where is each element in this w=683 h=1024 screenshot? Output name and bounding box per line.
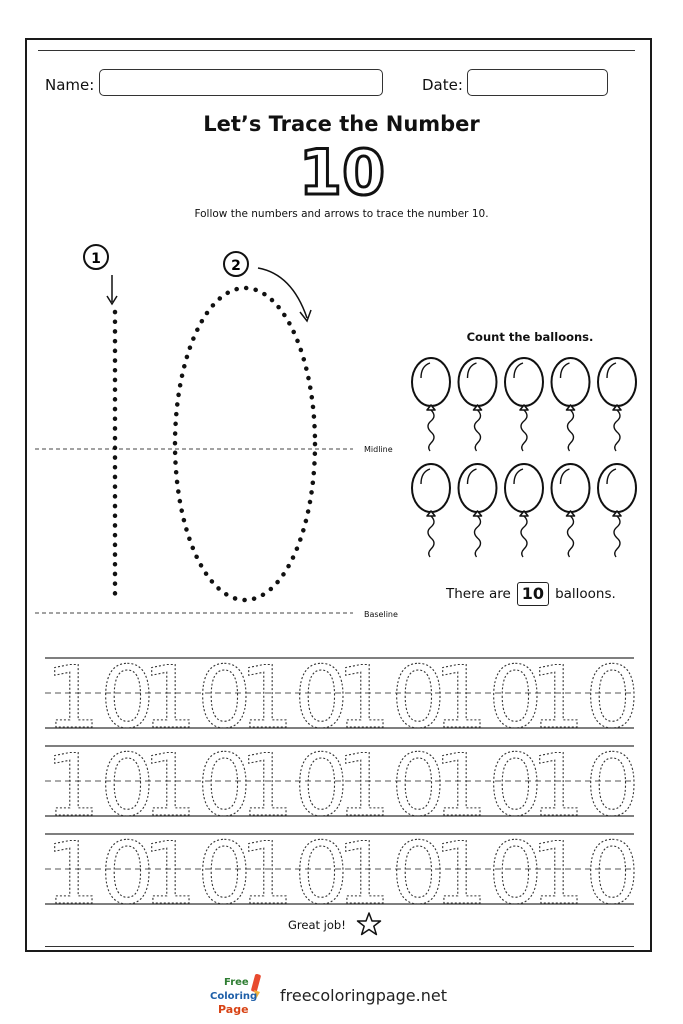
trace-number[interactable]: 10 <box>530 823 641 915</box>
name-field[interactable] <box>99 69 383 96</box>
trace-number[interactable]: 10 <box>45 823 156 915</box>
site-url[interactable]: freecoloringpage.net <box>280 986 447 1005</box>
logo-line-1: Free <box>224 977 249 988</box>
date-field[interactable] <box>467 69 608 96</box>
balloon-icon <box>550 357 591 452</box>
dotted-zero <box>172 285 318 603</box>
balloon-icon <box>550 463 591 558</box>
step-two-number: 2 <box>231 258 241 274</box>
answer-sentence: There are 10 balloons. <box>446 582 616 606</box>
balloon-icon <box>457 463 498 558</box>
practice-row <box>45 745 634 817</box>
balloon-icon <box>504 357 544 452</box>
count-heading: Count the balloons. <box>466 330 594 344</box>
worksheet-border <box>25 38 652 952</box>
trace-number[interactable]: 10 <box>336 650 447 749</box>
step-two-marker: 2 <box>223 251 312 323</box>
answer-suffix: balloons. <box>555 586 616 602</box>
trace-area: Midline Baseline 1 2 <box>35 244 398 619</box>
trace-number[interactable]: 10 <box>336 823 447 915</box>
bottom-rule <box>45 946 634 947</box>
balloon-icon <box>597 463 637 558</box>
trace-number[interactable]: 10 <box>45 735 156 836</box>
answer-prefix: There are <box>446 586 511 602</box>
great-job-text: Great job! <box>288 918 346 932</box>
logo-line-2: Coloring <box>210 991 257 1002</box>
trace-number[interactable]: 10 <box>239 735 350 836</box>
name-label: Name: <box>45 76 95 94</box>
balloon-grid <box>411 357 637 558</box>
trace-number[interactable]: 10 <box>239 823 350 915</box>
midline-label: Midline <box>364 445 393 454</box>
practice-row <box>45 833 634 905</box>
step-one-number: 1 <box>91 251 101 267</box>
trace-number[interactable]: 10 <box>530 650 641 749</box>
trace-number[interactable]: 10 <box>433 823 544 915</box>
trace-number[interactable]: 10 <box>530 735 641 836</box>
trace-number[interactable]: 10 <box>433 735 544 836</box>
practice-row <box>45 657 634 729</box>
step-one-marker: 1 <box>83 244 118 306</box>
date-label: Date: <box>422 76 463 94</box>
page-title: Let’s Trace the Number <box>203 112 480 136</box>
balloon-icon <box>504 463 544 558</box>
trace-number[interactable]: 10 <box>142 650 253 749</box>
balloon-icon <box>411 357 451 452</box>
trace-number[interactable]: 10 <box>142 823 253 915</box>
big-number: 10 <box>297 138 386 202</box>
balloon-icon <box>457 357 498 452</box>
trace-number[interactable]: 10 <box>239 650 350 749</box>
star-icon <box>356 912 382 936</box>
answer-box[interactable]: 10 <box>516 582 550 606</box>
logo-line-3: Page <box>218 1003 249 1016</box>
big-number-text: 10 <box>299 138 385 202</box>
top-rule <box>38 50 635 51</box>
free-coloring-page-logo: Free Coloring Page <box>210 973 261 1016</box>
baseline-label: Baseline <box>364 610 398 619</box>
trace-number[interactable]: 10 <box>336 735 447 836</box>
instructions: Follow the numbers and arrows to trace t… <box>194 208 489 220</box>
trace-number[interactable]: 10 <box>433 650 544 749</box>
trace-number[interactable]: 10 <box>45 650 156 749</box>
balloon-icon <box>597 357 637 452</box>
trace-number[interactable]: 10 <box>142 735 253 836</box>
balloon-icon <box>411 463 451 558</box>
